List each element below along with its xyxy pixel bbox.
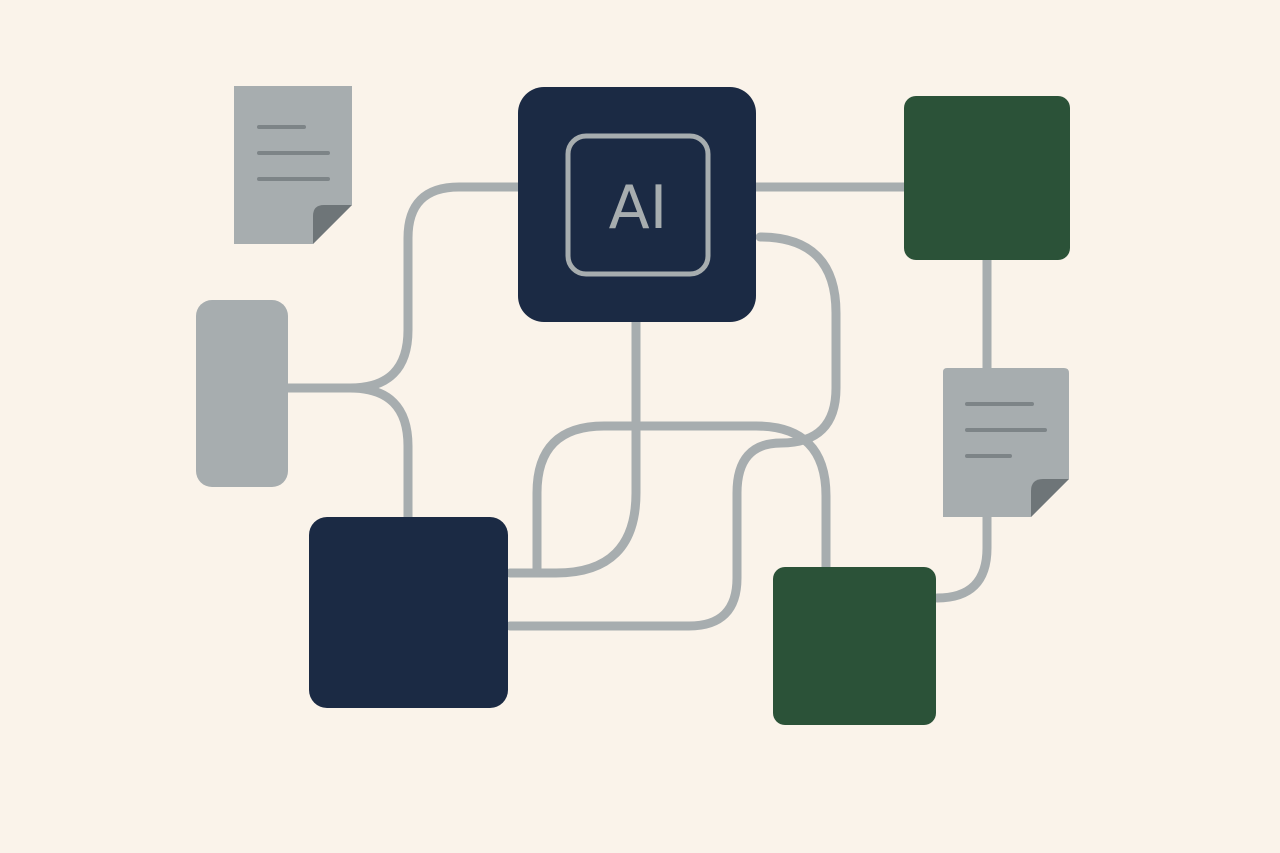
ai-label: AI [609,173,668,243]
bottom-right-green-node [773,567,936,725]
left-gray-pill-node [196,300,288,487]
top-right-green-node [904,96,1070,260]
document-fold-icon [1031,479,1069,517]
top-document-node [234,86,352,244]
connector-right-document-to-bottom-right [932,512,992,603]
connector-ai-loop-right [505,232,841,631]
ai-node: AI [518,87,756,322]
bottom-left-navy-node [309,517,508,708]
connector-ai-to-pill [283,182,524,393]
connector-bottom-left-to-bottom-right [532,421,831,578]
connectors [283,182,992,631]
connector-ai-down-to-bottom-left [505,317,641,578]
ai-chip-frame [565,133,711,277]
document-fold-icon [313,205,352,244]
right-document-node [943,368,1069,517]
connector-pill-to-bottom-left [345,383,413,523]
